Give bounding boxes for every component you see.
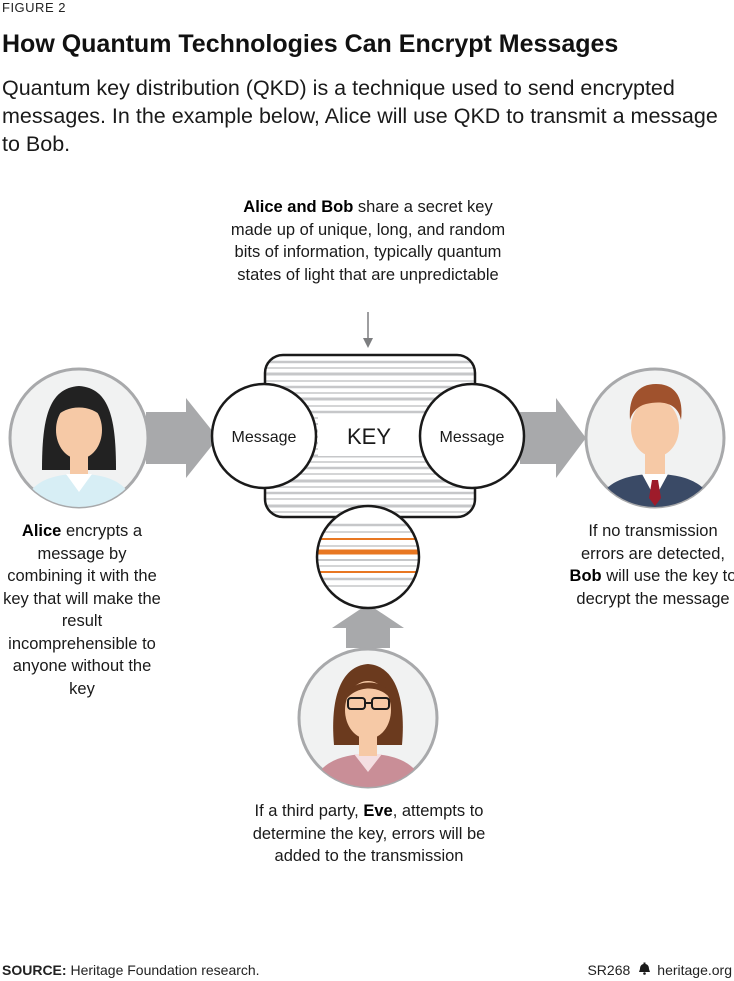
glasses-icon: [347, 697, 390, 710]
liberty-bell-icon: [638, 962, 651, 978]
eve-avatar: [297, 647, 439, 789]
key-label: KEY: [347, 424, 391, 449]
bob-caption-rest: will use the key to decrypt the message: [576, 567, 734, 608]
eve-caption-rest: , attempts to determine the key, errors …: [252, 802, 486, 865]
alice-to-key-arrow: [146, 398, 218, 478]
source-text: Heritage Foundation research.: [66, 962, 260, 978]
eve-caption-pre: If a third party,: [254, 802, 364, 820]
eve-caption-bold: Eve: [363, 802, 393, 820]
bob-caption-bold: Bob: [569, 567, 602, 585]
key-caption: Alice and Bob share a secret key made up…: [222, 196, 514, 286]
eve-caption: If a third party, Eve, attempts to deter…: [246, 800, 492, 868]
alice-avatar: [8, 367, 150, 509]
alice-caption-rest: encrypts a message by combining it with …: [3, 522, 161, 698]
key-label-backdrop: [318, 416, 422, 456]
report-id: SR268: [587, 962, 631, 978]
lens-border: [315, 504, 421, 610]
bob-face: [631, 399, 679, 457]
eve-interception-lens: [315, 504, 421, 610]
key-caption-bold: Alice and Bob: [243, 198, 354, 216]
bob-hair: [629, 384, 682, 420]
site-link[interactable]: heritage.org: [657, 962, 732, 978]
bob-tie: [649, 480, 661, 506]
bob-avatar: [584, 367, 726, 509]
bob-caption-pre: If no transmission errors are detected,: [581, 522, 725, 563]
message-circle-left: [210, 382, 318, 490]
alice-caption: Alice encrypts a message by combining it…: [0, 520, 164, 700]
key-to-bob-arrow: [520, 398, 586, 478]
message-label-right: Message: [440, 429, 505, 446]
footer-right: SR268 heritage.org: [587, 962, 732, 978]
figure-label: FIGURE 2: [2, 0, 66, 15]
caption-pointer-head: [363, 338, 373, 348]
source-label: SOURCE:: [2, 962, 67, 978]
message-circle-right: [418, 382, 526, 490]
alice-caption-bold: Alice: [21, 522, 62, 540]
intro-text: Quantum key distribution (QKD) is a tech…: [2, 76, 718, 156]
page-title: How Quantum Technologies Can Encrypt Mes…: [2, 30, 619, 58]
message-label-left: Message: [232, 429, 297, 446]
bob-caption: If no transmission errors are detected, …: [568, 520, 734, 610]
eve-to-key-arrow: [332, 604, 404, 648]
key-caption-rest: share a secret key made up of unique, lo…: [230, 198, 506, 284]
eve-face: [345, 681, 391, 739]
footer-source: SOURCE: Heritage Foundation research.: [2, 962, 260, 978]
alice-face: [56, 401, 102, 459]
